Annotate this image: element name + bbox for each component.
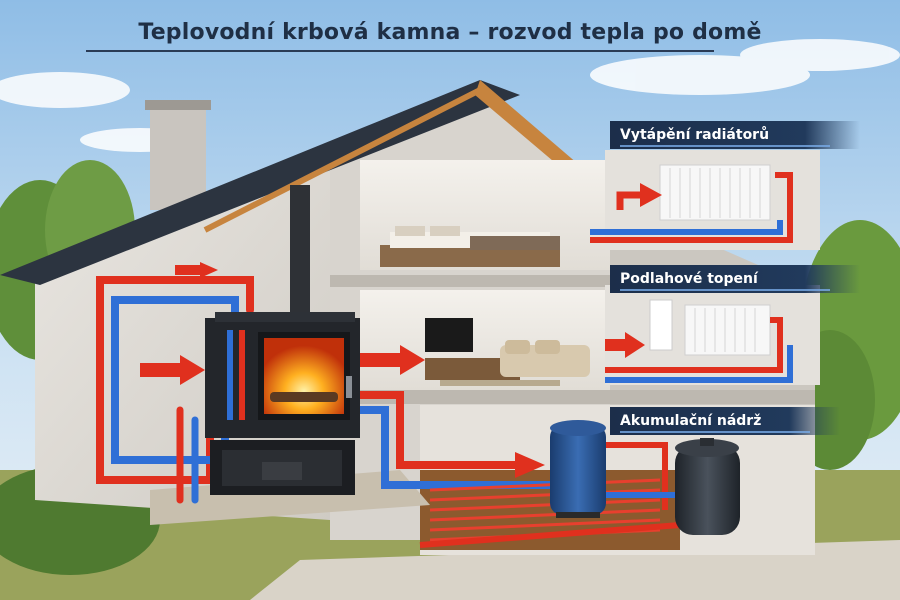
expansion-tank-icon: [675, 438, 740, 535]
underfloor-pipes-icon: [429, 478, 661, 542]
label-storage-tank: Akumulační nádrž: [610, 407, 840, 435]
stove-platform: [150, 470, 430, 525]
heat-arrow-icon: [200, 262, 218, 278]
heat-arrow-icon: [515, 452, 545, 478]
sofa-icon: [500, 340, 590, 377]
label-radiators-text: Vytápění radiátorů: [620, 127, 770, 143]
window-icon: [649, 299, 673, 351]
bed-icon: [380, 226, 560, 267]
roof: [0, 80, 520, 285]
diagram-title: Teplovodní krbová kamna – rozvod tepla p…: [138, 20, 762, 45]
flue-pipe: [290, 185, 310, 315]
label-floor-heating-text: Podlahové topení: [620, 271, 758, 287]
heat-arrow-icon: [400, 345, 425, 375]
clouds: [0, 39, 900, 152]
heat-arrow-icon: [640, 183, 662, 207]
heat-arrow-icon: [625, 332, 645, 358]
chimney: [150, 100, 206, 210]
title-underline: [86, 50, 714, 52]
radiator-icon: [659, 164, 771, 221]
radiator-icon: [684, 304, 771, 356]
fire-icon: [264, 338, 344, 414]
heat-arrow-icon: [180, 355, 205, 385]
label-floor-heating: Podlahové topení: [610, 265, 860, 293]
pipe-to-tank: [360, 391, 555, 489]
storage-tank-icon: [550, 420, 606, 518]
label-storage-tank-text: Akumulační nádrž: [620, 413, 762, 429]
label-radiators: Vytápění radiátorů: [610, 121, 860, 149]
tv-icon: [425, 318, 520, 380]
